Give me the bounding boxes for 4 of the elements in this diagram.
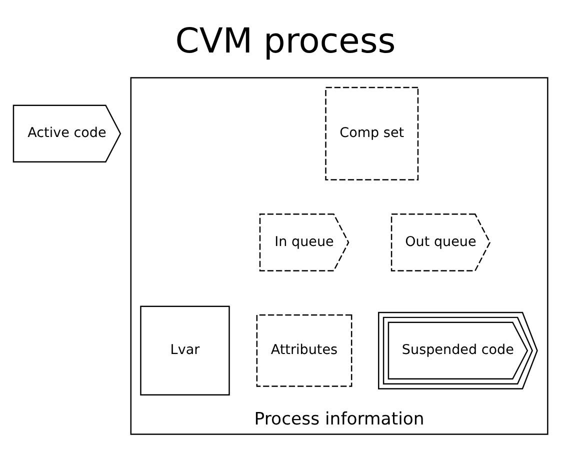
node-box: Comp set [325,86,419,180]
node-box: Attributes [256,314,352,387]
diagram-title: CVM process [175,21,396,62]
node-box: Lvar [140,306,230,396]
